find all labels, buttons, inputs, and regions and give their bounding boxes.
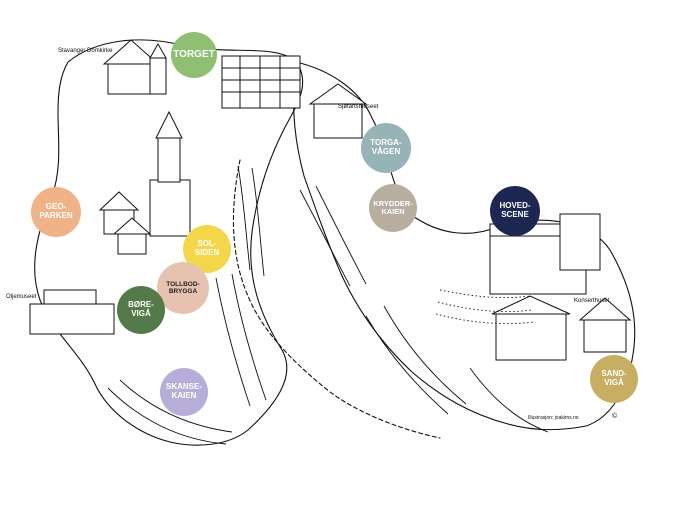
zone-torget[interactable]: TORGET <box>171 32 217 78</box>
domkirke-label: Stavanger Domkirke <box>58 48 113 54</box>
domkirke-drawing <box>102 39 167 95</box>
sandviga-house-drawing <box>578 297 632 353</box>
office-building-drawing <box>221 55 301 109</box>
west-pier-boats <box>107 165 267 445</box>
tower-church-drawing <box>149 110 191 237</box>
copyright-icon: © <box>612 413 618 420</box>
credit-label: Illustrasjon: joakims.no <box>528 415 579 421</box>
zone-torgavagen[interactable]: TORGA- VÅGEN <box>361 123 411 173</box>
harbour-water-edge <box>232 159 441 439</box>
konserthuset-label: Konserthuset <box>574 298 610 304</box>
stage-drawing <box>489 213 601 295</box>
sjofartsmuseet-label: Sjøfartsmuseet <box>338 104 379 110</box>
east-pier-boats <box>299 185 549 433</box>
zone-skansekaien[interactable]: SKANSE- KAIEN <box>160 368 208 416</box>
crowd-hatching <box>435 289 535 324</box>
zone-borevaga[interactable]: BØRE- VIGÅ <box>117 286 165 334</box>
oljemuseet-drawing <box>29 289 115 335</box>
zone-geoparken[interactable]: GEO- PARKEN <box>31 187 81 237</box>
sjofartsmuseet-drawing <box>308 83 368 139</box>
houses-west-drawing <box>98 191 152 255</box>
konserthuset-drawing <box>491 295 571 361</box>
zone-hovedscene[interactable]: HOVED- SCENE <box>490 186 540 236</box>
oljemuseet-label: Oljemuseet <box>6 294 37 300</box>
zone-kryddeikaien[interactable]: KRYDDER- KAIEN <box>369 184 417 232</box>
zone-sandviga[interactable]: SAND- VIGÅ <box>590 355 638 403</box>
zone-tollbodbrygga[interactable]: TOLLBOD- BRYGGA <box>157 262 209 314</box>
